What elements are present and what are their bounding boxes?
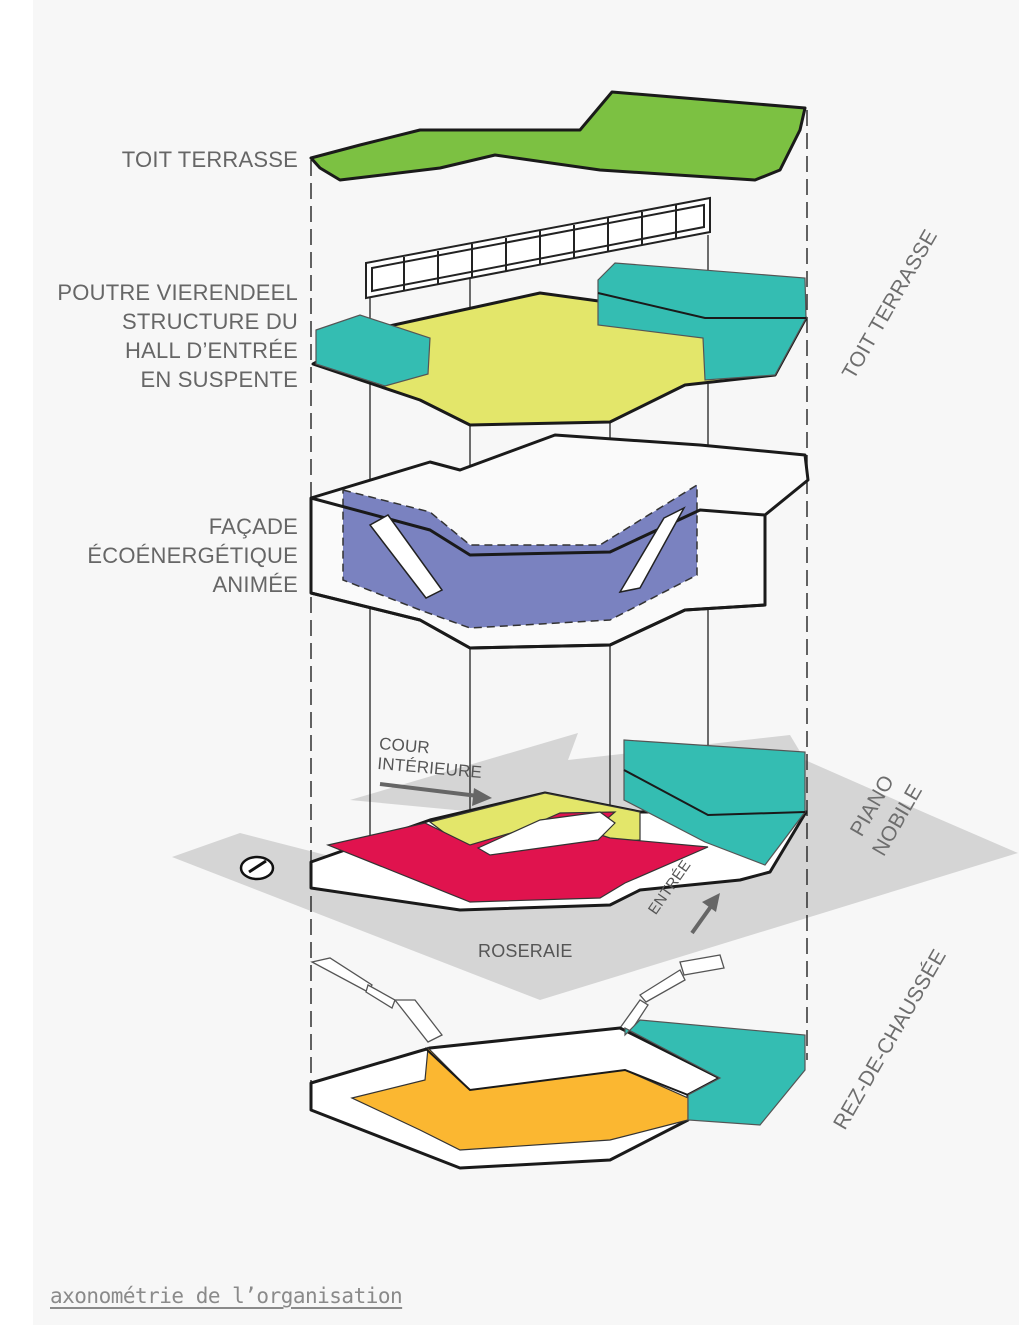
figure-caption: axonométrie de l’organisation <box>50 1284 403 1308</box>
ground-floor-teal-volume <box>624 1019 806 1126</box>
facade-panel-right <box>618 506 686 594</box>
label-toit-terrasse: TOIT TERRASSE <box>121 147 298 172</box>
label-roseraie: ROSERAIE <box>478 941 573 961</box>
facade-panel-left <box>368 514 444 599</box>
label-facade-line1: FAÇADE <box>208 514 298 539</box>
entree-arrow-icon <box>690 893 720 935</box>
cour-arrow-icon <box>379 782 492 806</box>
north-arrow-icon <box>239 855 275 881</box>
ground-floor-ramps <box>310 954 725 1043</box>
dashed-guides <box>310 110 808 1110</box>
piano-nobile-teal-volume <box>623 739 806 866</box>
label-poutre-vierendeel: POUTRE VIERENDEEL STRUCTURE DU HALL D’EN… <box>57 278 298 394</box>
label-poutre-line3: HALL D’ENTRÉE <box>125 338 298 363</box>
hall-teal-volume-right <box>597 262 807 381</box>
cour-interieure-void <box>476 811 616 856</box>
label-poutre-line2: STRUCTURE DU <box>122 309 298 334</box>
hall-teal-volume-left <box>315 314 431 387</box>
label-facade-line3: ANIMÉE <box>212 572 298 597</box>
roof-terrace-slab <box>309 90 807 182</box>
vierendeel-beam <box>365 196 711 300</box>
label-facade: FAÇADE ÉCOÉNERGÉTIQUE ANIMÉE <box>87 512 298 599</box>
label-facade-line2: ÉCOÉNERGÉTIQUE <box>87 543 298 568</box>
label-poutre-line4: EN SUSPENTE <box>140 367 298 392</box>
label-poutre-line1: POUTRE VIERENDEEL <box>57 280 298 305</box>
